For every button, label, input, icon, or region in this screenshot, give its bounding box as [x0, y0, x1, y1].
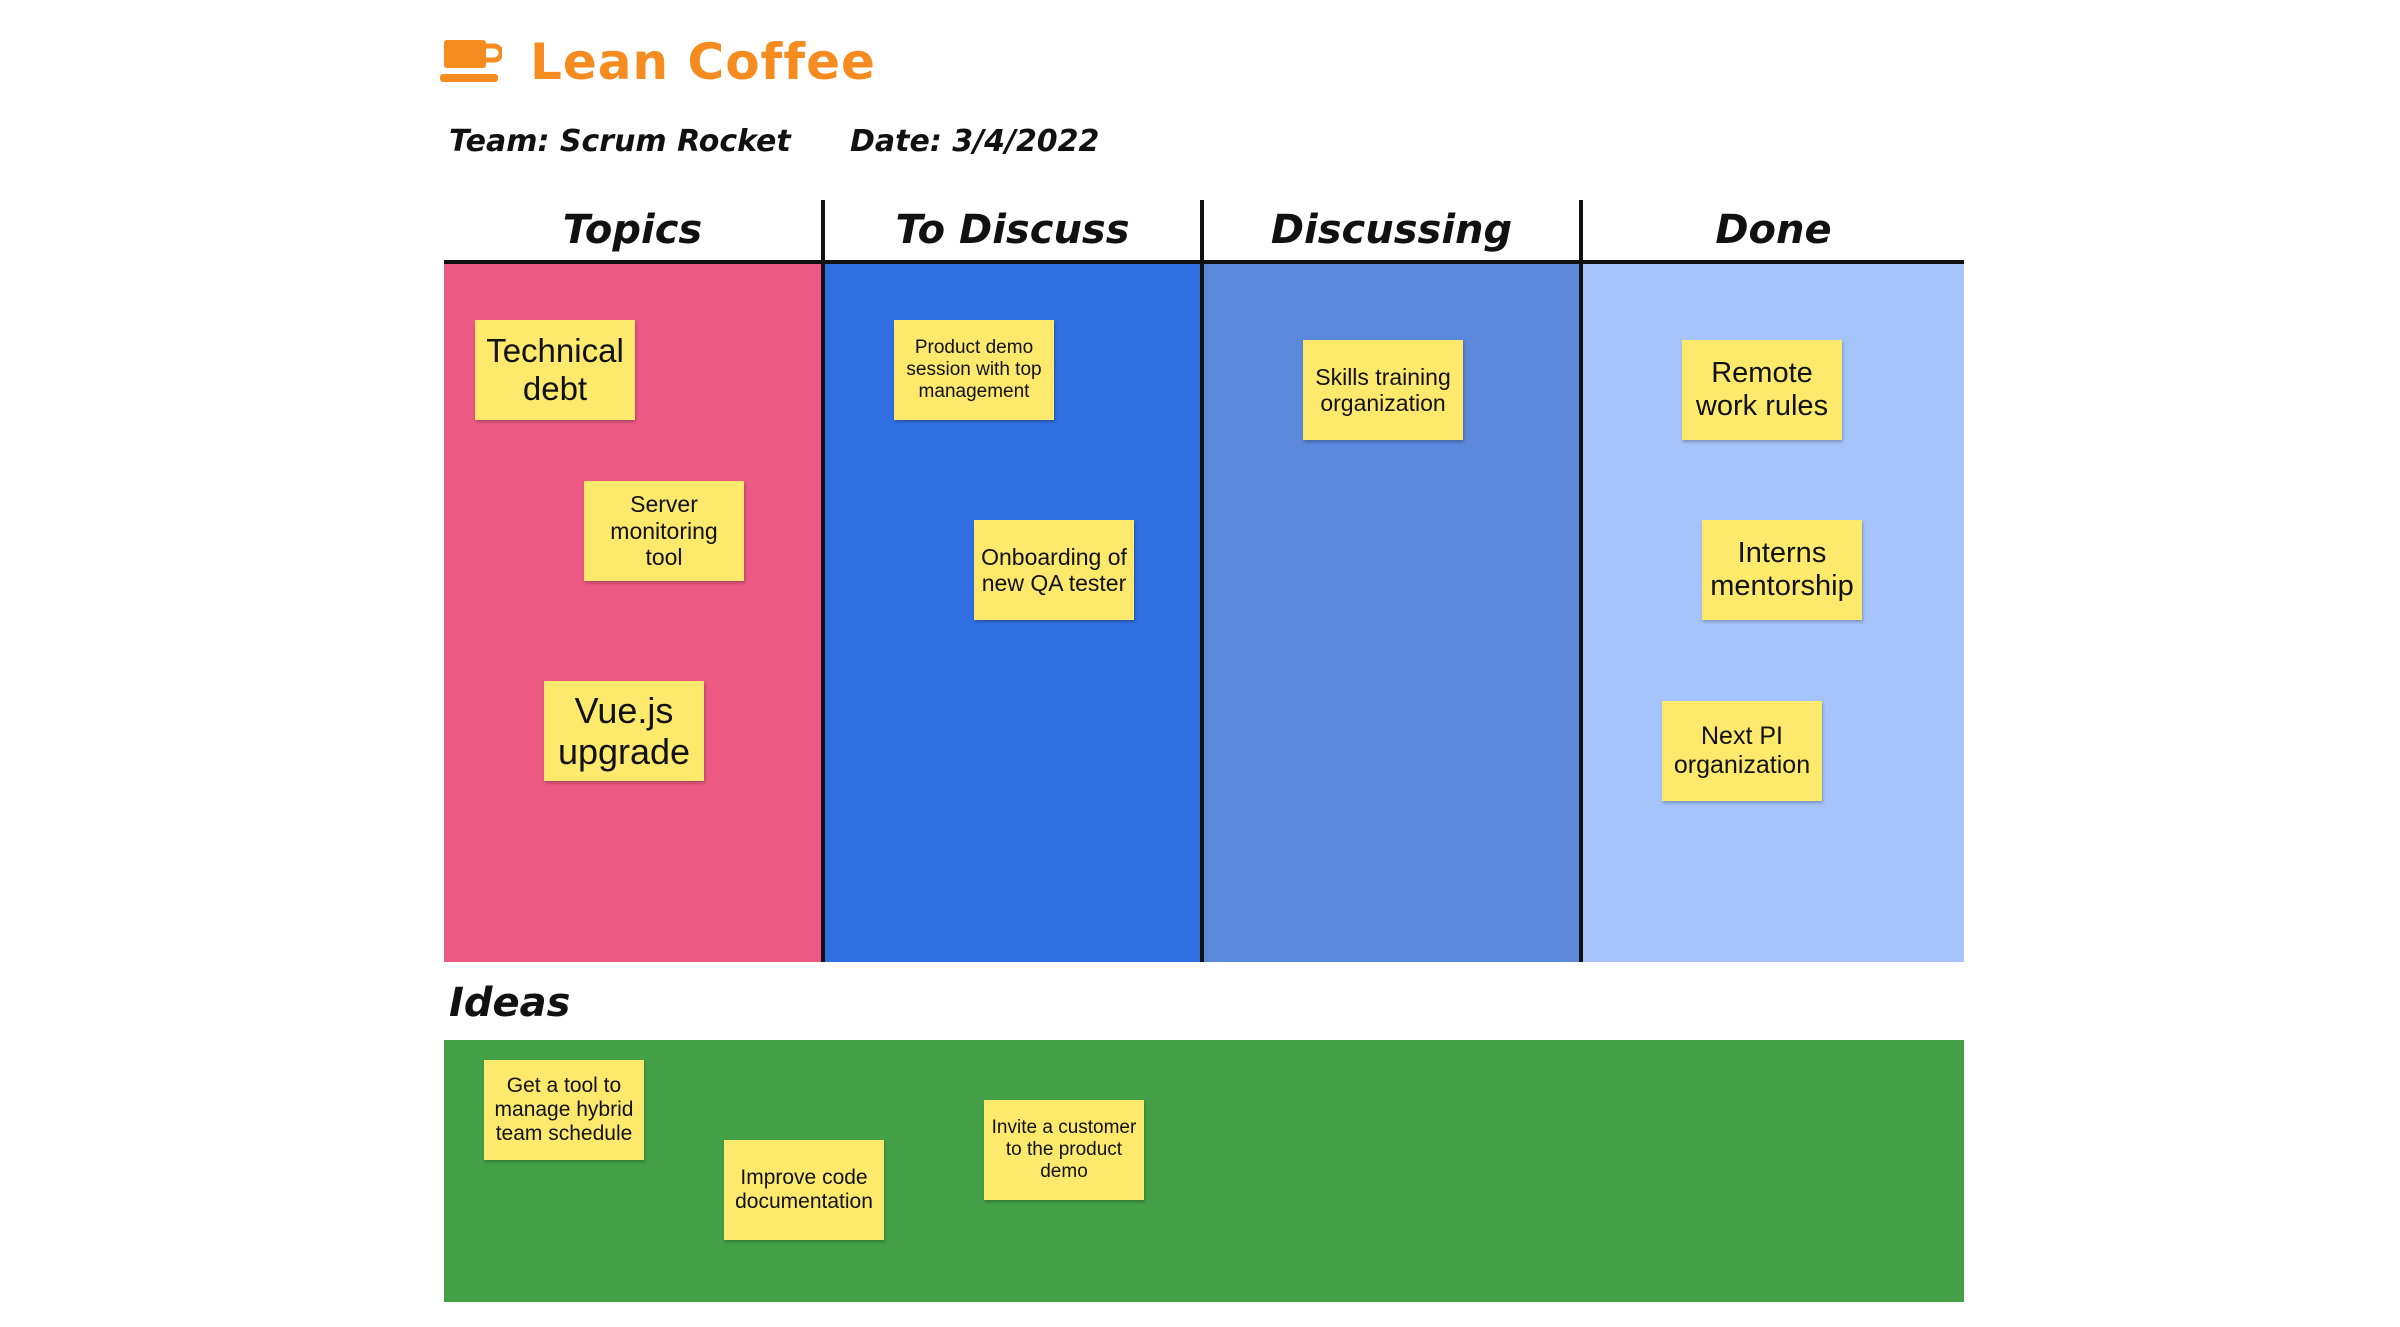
kanban-board: Topics Technical debt Server monitoring … [444, 200, 1964, 962]
column-discussing: Discussing Skills training organization [1204, 200, 1579, 962]
sticky-note[interactable]: Product demo session with top management [894, 320, 1054, 420]
sticky-note[interactable]: Remote work rules [1682, 340, 1842, 440]
coffee-cup-icon [440, 38, 502, 86]
date-label: Date: 3/4/2022 [850, 124, 1100, 159]
column-title-discussing: Discussing [1204, 200, 1579, 264]
column-title-done: Done [1583, 200, 1964, 264]
column-body-discussing[interactable]: Skills training organization [1204, 264, 1579, 962]
sticky-note[interactable]: Onboarding of new QA tester [974, 520, 1134, 620]
column-topics: Topics Technical debt Server monitoring … [444, 200, 821, 962]
column-divider [1579, 200, 1583, 962]
column-body-to-discuss[interactable]: Product demo session with top management… [825, 264, 1200, 962]
sticky-note[interactable]: Invite a customer to the product demo [984, 1100, 1144, 1200]
app-title: Lean Coffee [530, 33, 876, 91]
sticky-note[interactable]: Technical debt [475, 320, 635, 420]
sticky-note[interactable]: Improve code documentation [724, 1140, 884, 1240]
column-title-topics: Topics [444, 200, 821, 264]
sticky-note[interactable]: Vue.js upgrade [544, 681, 704, 781]
column-to-discuss: To Discuss Product demo session with top… [825, 200, 1200, 962]
column-divider [821, 200, 825, 962]
ideas-title: Ideas [449, 980, 571, 1026]
sticky-note[interactable]: Skills training organization [1303, 340, 1463, 440]
sticky-note[interactable]: Get a tool to manage hybrid team schedul… [484, 1060, 644, 1160]
column-body-done[interactable]: Remote work rules Interns mentorship Nex… [1583, 264, 1964, 962]
sticky-note[interactable]: Next PI organization [1662, 701, 1822, 801]
app-header: Lean Coffee [440, 22, 876, 102]
sticky-note[interactable]: Server monitoring tool [584, 481, 744, 581]
team-label: Team: Scrum Rocket [449, 124, 791, 159]
column-body-topics[interactable]: Technical debt Server monitoring tool Vu… [444, 264, 821, 962]
column-title-to-discuss: To Discuss [825, 200, 1200, 264]
column-divider [1200, 200, 1204, 962]
ideas-area[interactable]: Get a tool to manage hybrid team schedul… [444, 1040, 1964, 1302]
sticky-note[interactable]: Interns mentorship [1702, 520, 1862, 620]
column-done: Done Remote work rules Interns mentorshi… [1583, 200, 1964, 962]
